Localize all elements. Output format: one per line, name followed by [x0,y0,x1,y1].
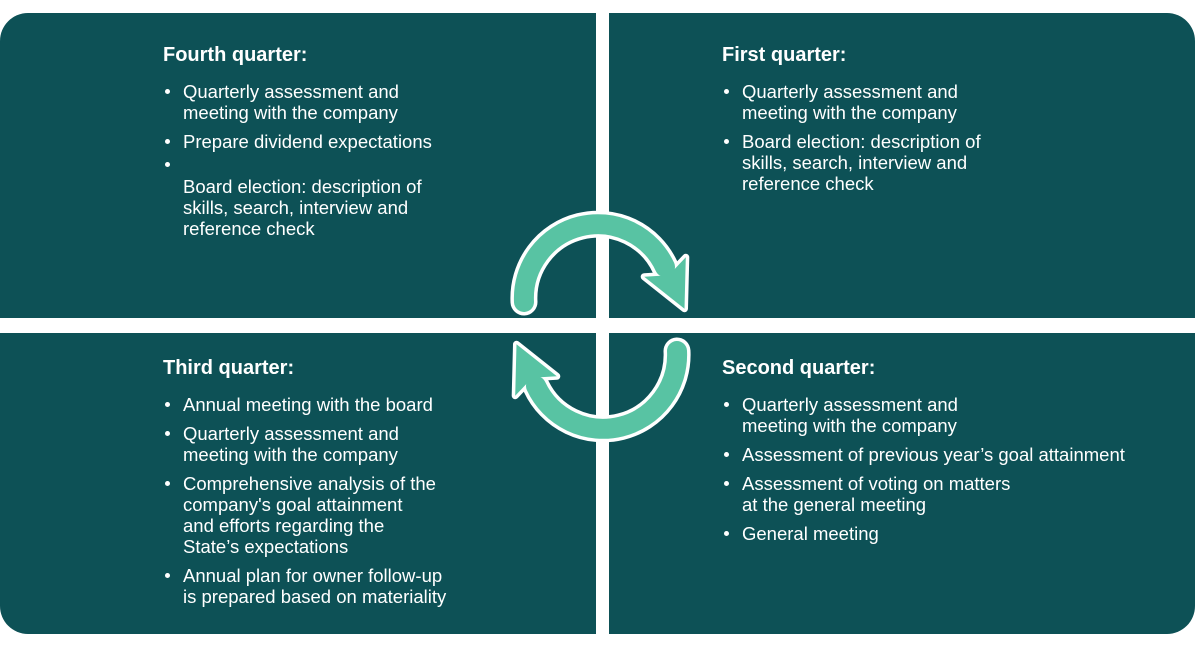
list-item-text: General meeting [742,523,879,544]
quadrant-list: Quarterly assessment and meeting with th… [722,81,1187,194]
list-item-text: Prepare dividend expectations [183,131,432,152]
quadrant-content: First quarter: Quarterly assessment and … [722,43,1187,202]
list-item-text: Annual plan for owner follow-up is prepa… [183,565,447,607]
bullet-icon [722,473,742,515]
quadrant-fourth-quarter: Fourth quarter: Quarterly assessment and… [0,13,596,318]
quadrant-first-quarter: First quarter: Quarterly assessment and … [609,13,1195,318]
quadrant-list: Quarterly assessment and meeting with th… [163,81,588,239]
list-item-text: Assessment of previous year’s goal attai… [742,444,1125,465]
bullet-icon [722,444,742,465]
list-item-text: Comprehensive analysis of the company's … [183,473,436,557]
list-item: Board election: description of skills, s… [722,131,1187,194]
list-item: Annual meeting with the board [163,394,588,415]
list-item-text: Annual meeting with the board [183,394,433,415]
bullet-icon [163,394,183,415]
list-item: Assessment of previous year’s goal attai… [722,444,1187,465]
list-item: Quarterly assessment and meeting with th… [163,423,588,465]
list-item: Quarterly assessment and meeting with th… [722,81,1187,123]
quadrant-title: Second quarter: [722,357,876,379]
list-item: Comprehensive analysis of the company's … [163,473,588,557]
bullet-icon [163,423,183,465]
quadrant-title: Fourth quarter: [163,44,308,66]
bullet-icon [163,473,183,557]
list-item-text: Quarterly assessment and meeting with th… [183,81,399,123]
quadrant-second-quarter: Second quarter: Quarterly assessment and… [609,333,1195,634]
quadrant-content: Second quarter: Quarterly assessment and… [722,356,1187,552]
bullet-icon [163,81,183,123]
bullet-icon [163,131,183,152]
list-item: Assessment of voting on matters at the g… [722,473,1187,515]
bullet-icon [722,81,742,123]
list-item: General meeting [722,523,1187,544]
bullet-icon [722,394,742,436]
list-item-text: Assessment of voting on matters at the g… [742,473,1011,515]
list-item-text: Board election: description of skills, s… [183,176,422,239]
list-item-text: Quarterly assessment and meeting with th… [183,423,399,465]
quadrant-content: Fourth quarter: Quarterly assessment and… [163,43,588,247]
list-item: Prepare dividend expectations [163,131,588,152]
quadrant-title: Third quarter: [163,357,295,379]
quadrant-list: Annual meeting with the board Quarterly … [163,394,588,607]
bullet-icon [163,565,183,607]
list-item: Annual plan for owner follow-up is prepa… [163,565,588,607]
quadrant-content: Third quarter: Annual meeting with the b… [163,356,588,615]
list-item-text: Board election: description of skills, s… [742,131,981,194]
bullet-icon [722,523,742,544]
bullet-icon [163,160,183,239]
bullet-icon [722,131,742,194]
list-item: Quarterly assessment and meeting with th… [722,394,1187,436]
list-item: Quarterly assessment and meeting with th… [163,81,588,123]
quadrant-third-quarter: Third quarter: Annual meeting with the b… [0,333,596,634]
quadrant-list: Quarterly assessment and meeting with th… [722,394,1187,544]
list-item-text: Quarterly assessment and meeting with th… [742,81,958,123]
list-item-text: Quarterly assessment and meeting with th… [742,394,958,436]
list-item: Board election: description of skills, s… [163,160,588,239]
quadrant-title: First quarter: [722,44,847,66]
